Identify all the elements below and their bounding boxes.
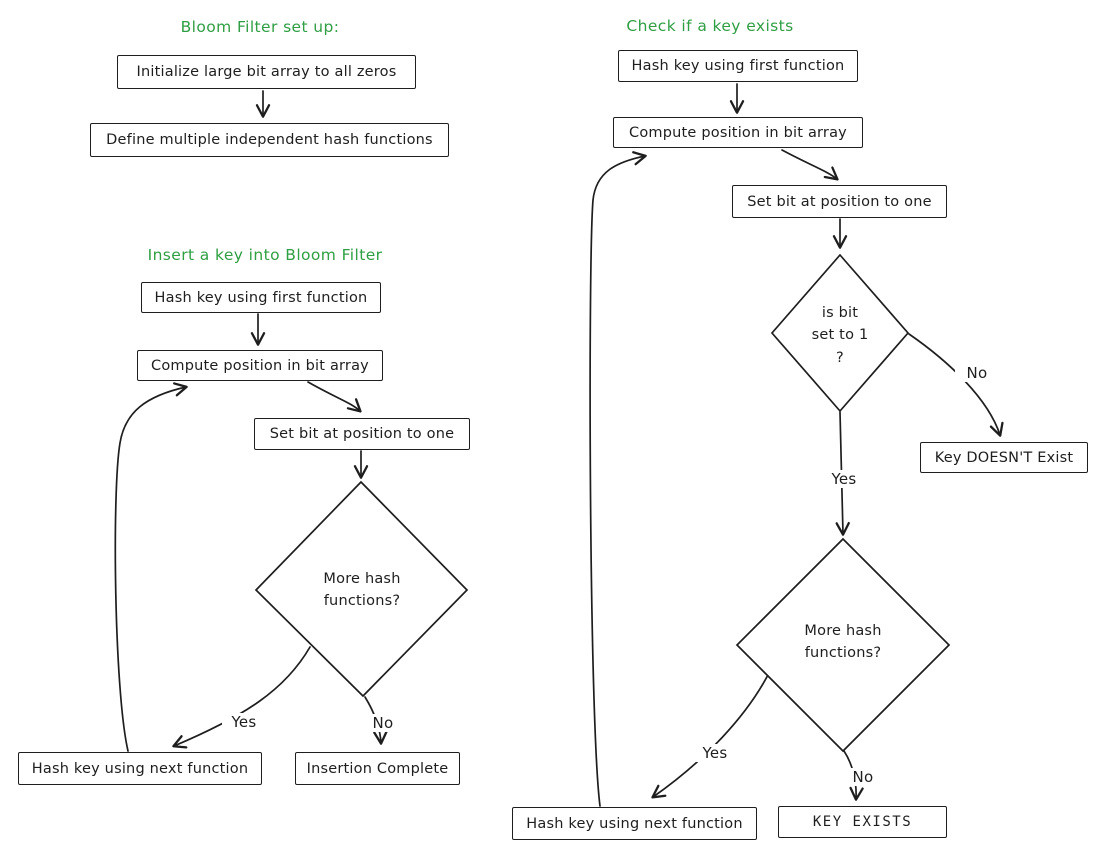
arrow-check-moreyes-to-hashnext bbox=[651, 668, 772, 799]
check-is-bit-text: is bit set to 1 ? bbox=[811, 305, 869, 366]
arrow-insert-compute-to-setbit bbox=[307, 381, 362, 413]
insert-complete-box: Insertion Complete bbox=[295, 752, 460, 785]
arrow-check-bitno-to-doesntexist bbox=[908, 333, 1004, 437]
check-hash-first-box: Hash key using first function bbox=[618, 50, 858, 82]
check-bit-yes-label: Yes bbox=[822, 470, 866, 488]
arrow-check-compute-to-setbit bbox=[781, 149, 839, 181]
check-bit-no-label: No bbox=[955, 364, 999, 382]
check-more-hash-diamond bbox=[735, 537, 951, 753]
check-more-no-label: No bbox=[842, 768, 884, 786]
insert-no-label: No bbox=[362, 714, 404, 732]
insert-compute-box: Compute position in bit array bbox=[137, 350, 383, 381]
insert-yes-label: Yes bbox=[222, 713, 266, 731]
insert-more-hash-text: More hash functions? bbox=[323, 571, 401, 610]
check-is-bit-diamond bbox=[770, 253, 910, 413]
arrow-check-loop-to-compute bbox=[589, 151, 647, 807]
setup-define-box: Define multiple independent hash functio… bbox=[90, 123, 449, 157]
check-more-hash-text: More hash functions? bbox=[804, 623, 882, 662]
check-hash-next-box: Hash key using next function bbox=[512, 807, 757, 840]
setup-section-title: Bloom Filter set up: bbox=[180, 18, 340, 36]
insert-more-hash-diamond bbox=[254, 480, 469, 698]
check-more-yes-label: Yes bbox=[693, 744, 737, 762]
check-key-exists-box: KEY EXISTS bbox=[778, 806, 947, 838]
setup-init-box: Initialize large bit array to all zeros bbox=[117, 55, 416, 89]
check-compute-box: Compute position in bit array bbox=[613, 117, 863, 148]
insert-hash-next-box: Hash key using next function bbox=[18, 752, 262, 785]
insert-set-bit-box: Set bit at position to one bbox=[254, 418, 470, 450]
check-key-doesnt-exist-box: Key DOESN'T Exist bbox=[920, 442, 1088, 473]
arrow-insert-yes-to-hashnext bbox=[172, 646, 311, 749]
check-section-title: Check if a key exists bbox=[626, 17, 794, 35]
arrow-insert-loop-to-compute bbox=[114, 382, 188, 752]
insert-hash-first-box: Hash key using first function bbox=[141, 282, 381, 313]
check-set-bit-box: Set bit at position to one bbox=[732, 185, 947, 218]
insert-section-title: Insert a key into Bloom Filter bbox=[147, 246, 383, 264]
